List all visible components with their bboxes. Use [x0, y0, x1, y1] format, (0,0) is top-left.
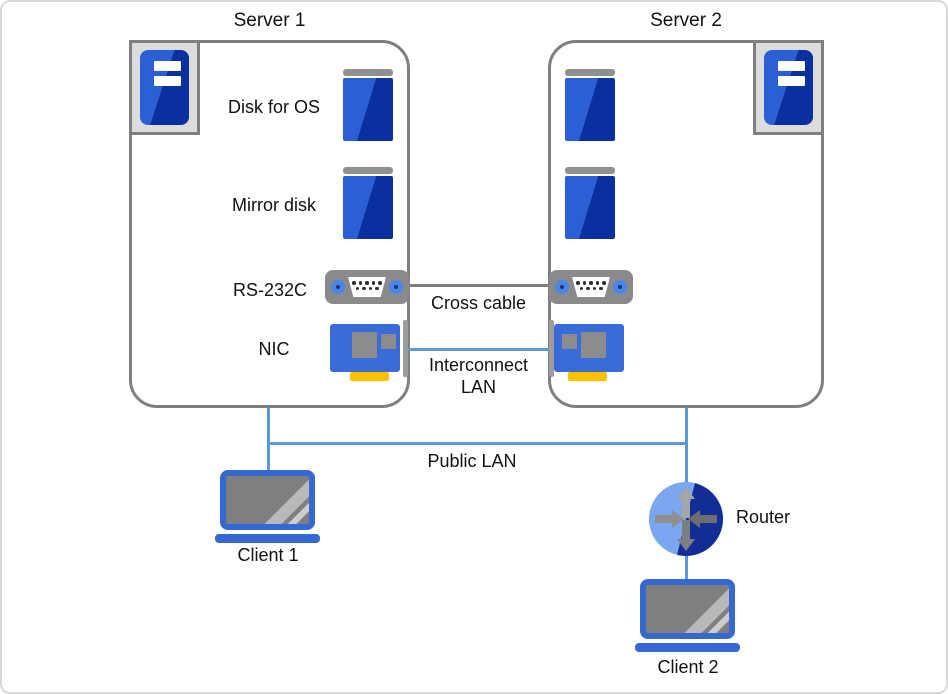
screw-icon: [331, 280, 345, 294]
mirror-disk-label: Mirror disk: [232, 195, 316, 215]
client1-laptop-icon: [215, 470, 320, 544]
rs232c-label: RS-232C: [232, 280, 308, 300]
client2-laptop-icon: [635, 579, 740, 653]
disk-os-label: Disk for OS: [227, 97, 320, 117]
cross-cable-line: [409, 284, 550, 287]
server1-tower-frame: [129, 40, 200, 135]
dsub-connector-icon: [348, 277, 386, 297]
server1-title: Server 1: [233, 10, 306, 31]
nic-label: NIC: [258, 339, 290, 359]
server1-client1-link: [267, 408, 270, 472]
router-label: Router: [736, 507, 791, 527]
server2-nic-icon: [549, 320, 627, 381]
interconnect-lan-label: Interconnect LAN: [428, 355, 529, 397]
server2-title: Server 2: [650, 10, 722, 31]
screw-icon: [389, 280, 403, 294]
screw-icon: [555, 280, 569, 294]
server2-rs232c-port-icon: [549, 270, 633, 304]
dsub-connector-icon: [572, 277, 610, 297]
router-icon: [649, 482, 723, 556]
public-lan-label: Public LAN: [427, 451, 517, 471]
server1-disk-os-icon: [343, 69, 393, 141]
server1-mirror-disk-icon: [343, 167, 393, 239]
server2-disk-os-icon: [565, 69, 615, 141]
router-client2-link: [685, 552, 688, 581]
server2-tower-frame: [753, 40, 824, 135]
public-lan-line: [267, 442, 688, 445]
server2-router-link: [685, 408, 688, 486]
client1-label: Client 1: [237, 545, 299, 565]
cross-cable-label: Cross cable: [430, 293, 527, 313]
client2-label: Client 2: [657, 657, 719, 677]
server2-mirror-disk-icon: [565, 167, 615, 239]
server1-nic-icon: [330, 320, 408, 381]
interconnect-lan-line: [406, 348, 550, 351]
server1-tower-icon: [140, 50, 189, 125]
screw-icon: [613, 280, 627, 294]
server1-rs232c-port-icon: [325, 270, 409, 304]
server2-tower-icon: [764, 50, 813, 125]
